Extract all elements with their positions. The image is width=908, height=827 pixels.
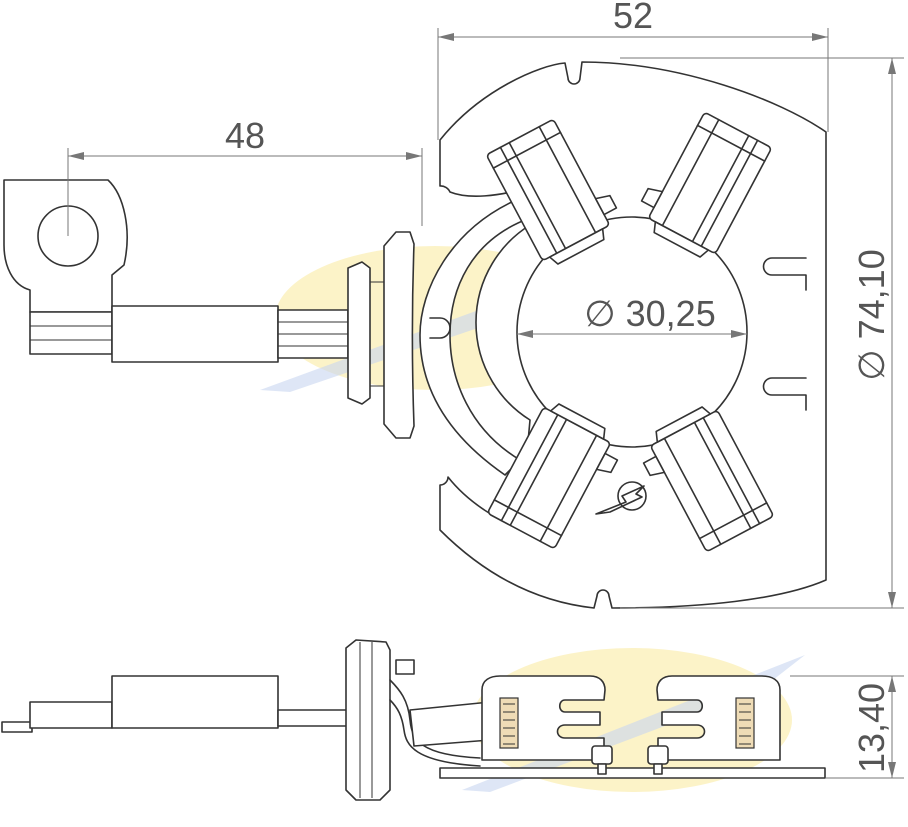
- brush-box-top-left: [486, 119, 618, 265]
- wire-sleeve: [111, 305, 279, 363]
- side-clip-left: [591, 745, 613, 765]
- side-brush-box-left: [481, 675, 606, 761]
- dim-inner-diameter-label: ∅ 30,25: [584, 293, 715, 334]
- brush-box-top-right: [640, 112, 772, 258]
- brush-box-bottom-right: [642, 406, 774, 552]
- terminal-crimp: [29, 311, 113, 355]
- half-ring: [419, 199, 531, 476]
- top-view: [3, 61, 827, 609]
- side-base-plate: [439, 767, 826, 779]
- side-brush-carbon-right: [735, 697, 755, 749]
- side-brush-lead: [409, 701, 491, 747]
- side-brush-box-right: [656, 675, 781, 761]
- brush-box-bottom-left: [487, 403, 619, 549]
- side-terminal-tongue: [1, 721, 33, 733]
- dimension-labels: 52 48 ∅ 30,25 ∅ 74,10 13,40: [225, 0, 892, 773]
- side-terminal-crimp: [29, 701, 113, 729]
- side-wire-sleeve: [111, 675, 279, 729]
- grommet-large: [383, 231, 415, 439]
- dim-height-label: 13,40: [851, 683, 892, 773]
- commutator-hole: [516, 216, 748, 448]
- side-grommet: [345, 639, 391, 801]
- slot-upper: [762, 257, 807, 291]
- grommet-tab: [429, 317, 451, 339]
- dim-terminal-length-label: 48: [225, 115, 265, 156]
- side-brush-carbon-left: [499, 697, 519, 749]
- lightning-bolt-logo-icon: [595, 481, 647, 515]
- side-view: [1, 639, 826, 801]
- dim-width-label: 52: [613, 0, 653, 36]
- dimension-lines: [67, 28, 904, 779]
- side-clip-right: [647, 745, 669, 765]
- grommet-small: [347, 261, 371, 405]
- side-grommet-cap: [395, 659, 415, 675]
- slot-lower: [762, 377, 807, 411]
- dim-outer-diameter-label: ∅ 74,10: [851, 249, 892, 380]
- side-cable-bend: [389, 679, 481, 759]
- side-wire-lead: [277, 709, 349, 727]
